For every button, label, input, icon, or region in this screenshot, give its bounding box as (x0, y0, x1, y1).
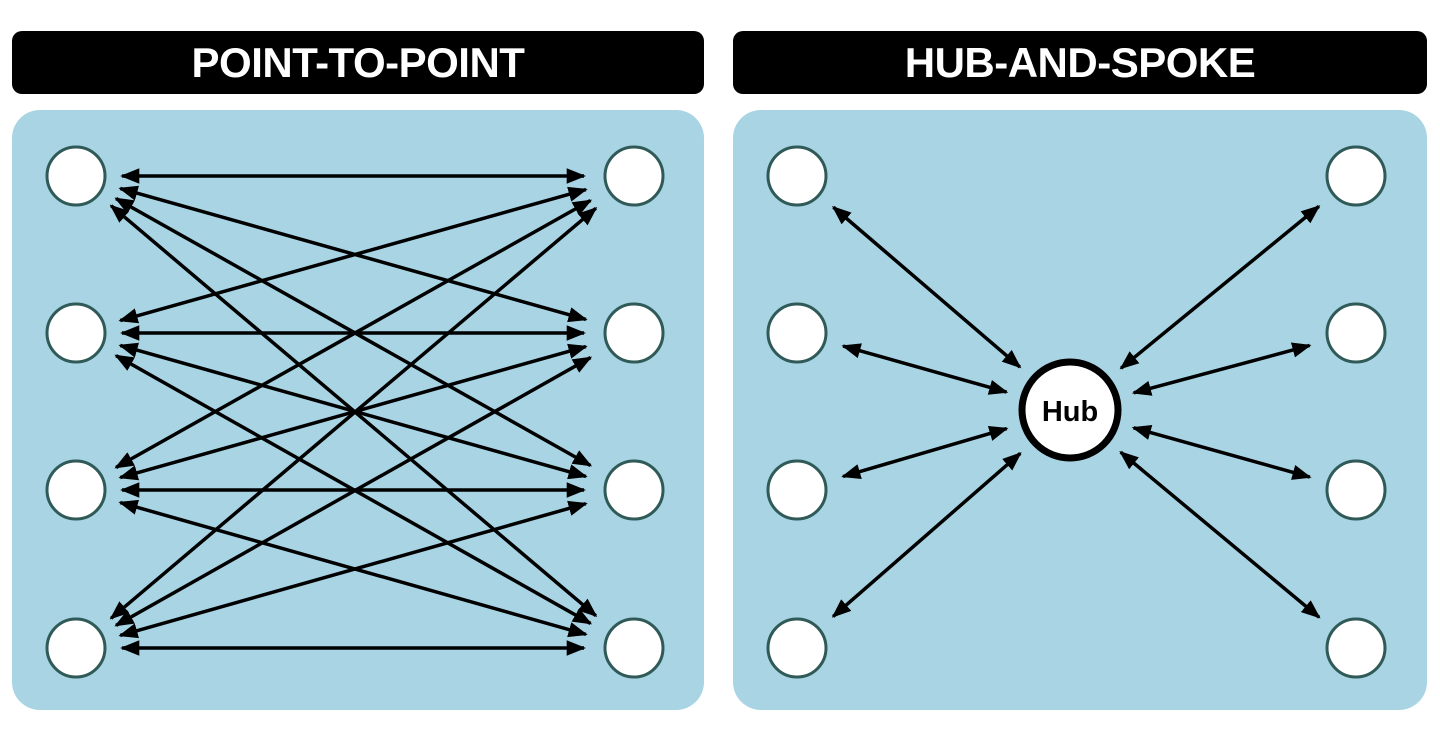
spoke-arrow-2 (841, 343, 1009, 395)
hub-left-node-1 (766, 145, 828, 207)
p2p-left-node-2 (45, 302, 107, 364)
hub-left-node-2 (766, 302, 828, 364)
spoke-arrow-7 (1131, 425, 1312, 480)
spoke-arrow-5 (1119, 205, 1321, 370)
p2p-arrow-4-1 (109, 206, 598, 620)
spoke-arrow-8 (1119, 450, 1321, 619)
hub-left-node-4 (766, 617, 828, 679)
hub-right-node-2 (1325, 302, 1387, 364)
point-to-point-nodes (45, 145, 665, 679)
hub-node: Hub (1018, 358, 1122, 462)
hub-right-node-4 (1325, 617, 1387, 679)
hub-right-node-3 (1325, 459, 1387, 521)
p2p-right-node-2 (603, 302, 665, 364)
hub-spoke-nodes (766, 145, 1387, 679)
p2p-right-node-1 (603, 145, 665, 207)
point-to-point-header: POINT-TO-POINT (12, 31, 704, 94)
hub-spoke-arrows (831, 205, 1321, 619)
spoke-arrow-6 (1131, 342, 1312, 396)
p2p-right-node-3 (603, 459, 665, 521)
p2p-left-node-3 (45, 459, 107, 521)
spoke-arrow-1 (831, 205, 1022, 369)
hub-label: Hub (1042, 396, 1098, 428)
hub-right-node-1 (1325, 145, 1387, 207)
point-to-point-arrows (109, 168, 598, 656)
hub-left-node-3 (766, 459, 828, 521)
hub-and-spoke-header: HUB-AND-SPOKE (733, 31, 1427, 94)
p2p-left-node-4 (45, 617, 107, 679)
spoke-arrow-3 (841, 426, 1009, 480)
spoke-arrow-4 (831, 452, 1022, 618)
hub-and-spoke-title: HUB-AND-SPOKE (904, 38, 1256, 86)
p2p-arrow-4-3 (118, 500, 588, 639)
p2p-left-node-1 (45, 145, 107, 207)
point-to-point-title: POINT-TO-POINT (191, 38, 525, 86)
p2p-right-node-4 (603, 617, 665, 679)
